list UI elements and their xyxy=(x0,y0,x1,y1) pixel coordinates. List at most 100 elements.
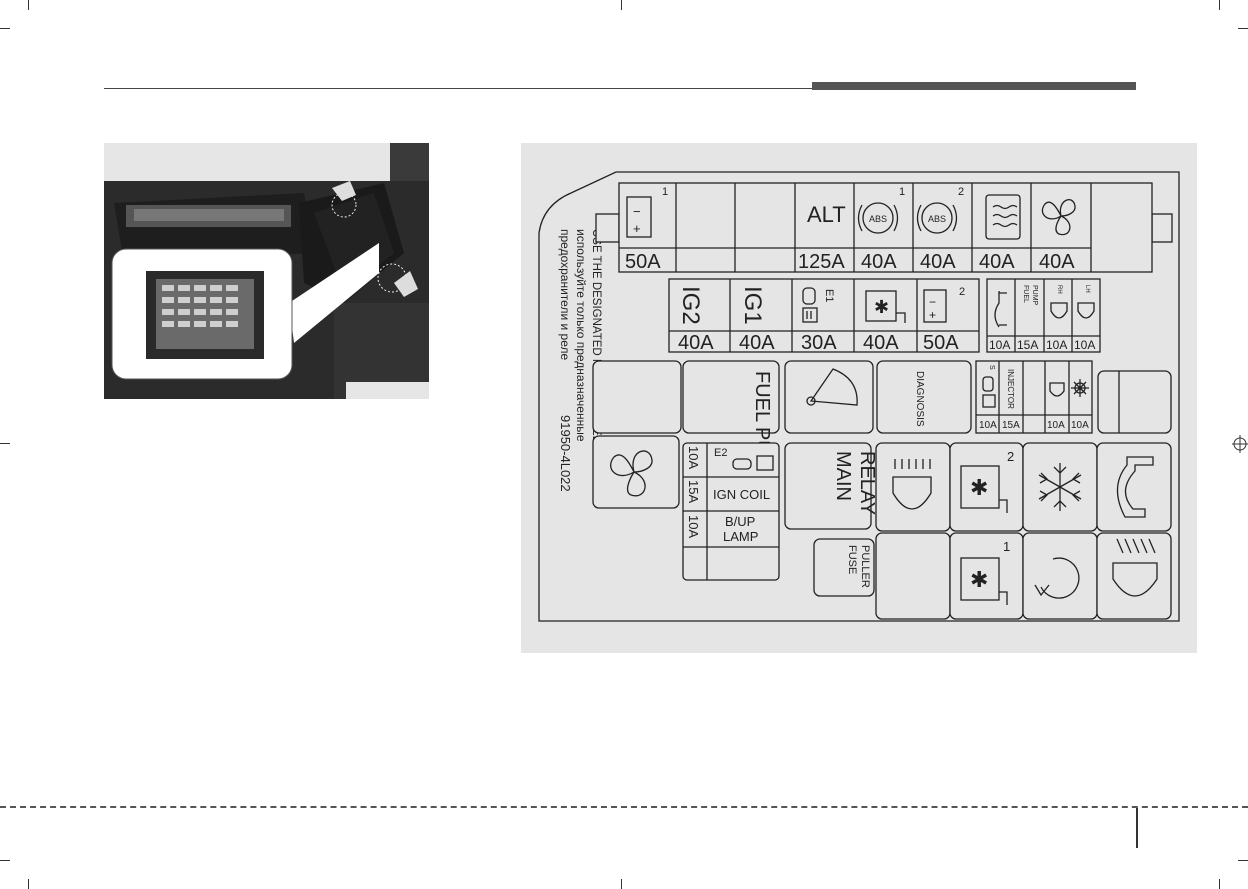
battery-icon xyxy=(923,289,947,323)
fuse-rating: 10A xyxy=(989,338,1010,352)
fuse-superscript: 2 xyxy=(958,186,964,198)
blower-fan-icon xyxy=(1041,199,1076,236)
fuse-rating: 15A xyxy=(1017,338,1038,352)
fuse-abs-2: ABS 2 40A xyxy=(916,186,964,273)
crop-mark xyxy=(621,0,622,10)
fuse-rating: 15A xyxy=(686,480,701,503)
relay-superscript: 1 xyxy=(1003,539,1010,554)
footer-tick xyxy=(1136,808,1138,848)
fuse-rating: 40A xyxy=(1039,251,1075,273)
fuse-box-diagram-svg: .box { fill:#e5e5e5; stroke:#222; stroke… xyxy=(538,171,1180,622)
fuse-alt: ALT 125A xyxy=(798,202,846,273)
engine-ecu-icon xyxy=(802,287,816,305)
fuse-superscript: 1 xyxy=(662,186,668,198)
fuse-rating: 30A xyxy=(801,332,837,354)
mini-fuse-headlamp-rh: RH 10A xyxy=(1046,285,1068,352)
relay-label: RELAY xyxy=(856,451,878,515)
housing-tab-left xyxy=(595,213,620,243)
relay-start xyxy=(1022,532,1098,620)
fuse-rating: 40A xyxy=(678,332,714,354)
relay-main xyxy=(784,442,872,530)
fuse-abs-1: ABS 1 40A xyxy=(857,186,905,273)
fuse-rating: 40A xyxy=(979,251,1015,273)
svg-text:−: − xyxy=(633,204,641,219)
radiator-fan-icon: ✱ xyxy=(960,557,1008,605)
fuse-radiator-fan: ✱ 40A xyxy=(863,290,906,354)
headlamp-icon xyxy=(1049,382,1065,397)
fuse-rating: 10A xyxy=(1046,338,1067,352)
abs-text: ABS xyxy=(928,214,946,224)
crop-mark xyxy=(28,0,29,10)
abs-icon xyxy=(862,202,894,234)
svg-text:−: − xyxy=(929,295,936,309)
crop-mark xyxy=(0,28,10,29)
mini-fuse-ac: 10A xyxy=(1071,379,1089,431)
fuse-rating: 40A xyxy=(739,332,775,354)
relay-main-label: MAIN RELAY xyxy=(832,451,878,515)
abs-icon xyxy=(921,202,953,234)
abs-text: ABS xyxy=(869,214,887,224)
svg-text:✱: ✱ xyxy=(970,567,988,592)
headlamp-icon xyxy=(1077,302,1095,319)
fuse-label: FUEL xyxy=(1022,285,1029,303)
fuse-rating: 10A xyxy=(686,446,701,469)
fuse-rating: 10A xyxy=(1071,420,1089,431)
diagnosis-connector xyxy=(876,360,972,434)
mini-fuse-ign-coil: 15A IGN COIL xyxy=(686,480,770,503)
fuse-label: PUMP xyxy=(1031,285,1038,306)
crop-mark xyxy=(0,443,10,444)
fuse-superscript: S xyxy=(988,365,995,370)
fuse-label: ALT xyxy=(807,202,846,227)
engine-ecu-icon xyxy=(732,458,752,470)
mini-fuse-horn: 10A xyxy=(989,291,1010,352)
fuse-label: LAMP xyxy=(723,529,758,544)
fuse-superscript: LH xyxy=(1084,285,1090,293)
relay-headlamp-high xyxy=(1096,532,1172,620)
photo-caption-area xyxy=(104,143,390,181)
header-accent-bar xyxy=(812,82,1136,90)
horn-icon xyxy=(1116,456,1154,518)
relay-fuel-pump xyxy=(682,360,780,434)
fuse-label: B/UP xyxy=(725,514,755,529)
mini-fuse-injector: INJECTOR 15A xyxy=(1002,369,1020,431)
relay-empty-right xyxy=(1097,370,1172,434)
top-fuse-row xyxy=(618,182,1153,273)
fuse-rating: 10A xyxy=(1047,420,1065,431)
fuse-rating: 10A xyxy=(1074,338,1095,352)
header-rule xyxy=(104,88,1136,89)
instruction-ru-line1: используйте только предназначенные xyxy=(574,229,588,442)
fuse-blower: 40A xyxy=(1039,199,1076,273)
housing-tab-right xyxy=(1151,213,1173,243)
headlamp-icon xyxy=(892,459,932,510)
fuse-rating: 125A xyxy=(798,251,845,273)
ac-compressor-icon xyxy=(1038,463,1082,511)
fuse-rating: 40A xyxy=(863,332,899,354)
radiator-fan-icon: ✱ xyxy=(960,465,1008,513)
crop-mark xyxy=(1219,879,1220,889)
engine-icon xyxy=(982,376,994,392)
fuse-battery-2: −+ 2 50A xyxy=(923,286,965,354)
fuse-rating: 10A xyxy=(686,515,701,538)
fuse-ig1: IG1 40A xyxy=(739,286,775,354)
horn-icon xyxy=(994,291,1000,328)
crop-mark xyxy=(0,860,10,861)
photo-corner-label-area xyxy=(346,382,429,399)
fuse-label: IG2 xyxy=(677,286,704,325)
fuse-superscript: E2 xyxy=(714,447,727,459)
radiator-fan-icon xyxy=(865,290,897,322)
fuse-label: INJECTOR xyxy=(1006,369,1015,409)
crop-mark xyxy=(1238,860,1248,861)
relay-headlamp-low xyxy=(875,442,951,532)
fuse-e1: E1 30A xyxy=(801,287,837,354)
rear-defroster-icon xyxy=(985,194,1021,240)
diagnosis-label: DIAGNOSIS xyxy=(914,371,925,427)
svg-text:✱: ✱ xyxy=(874,297,889,317)
headlamp-icon xyxy=(1112,538,1158,597)
relay-wiper xyxy=(784,360,874,434)
relay-empty-bottom xyxy=(875,532,951,620)
part-number: 91950-4L022 xyxy=(558,415,573,492)
fuse-rear-defroster: 40A xyxy=(979,194,1021,273)
fuse-rating: 10A xyxy=(979,420,997,431)
crop-mark xyxy=(1238,28,1248,29)
mini-fuse-backup-lamp: 10A B/UP LAMP xyxy=(686,514,758,544)
